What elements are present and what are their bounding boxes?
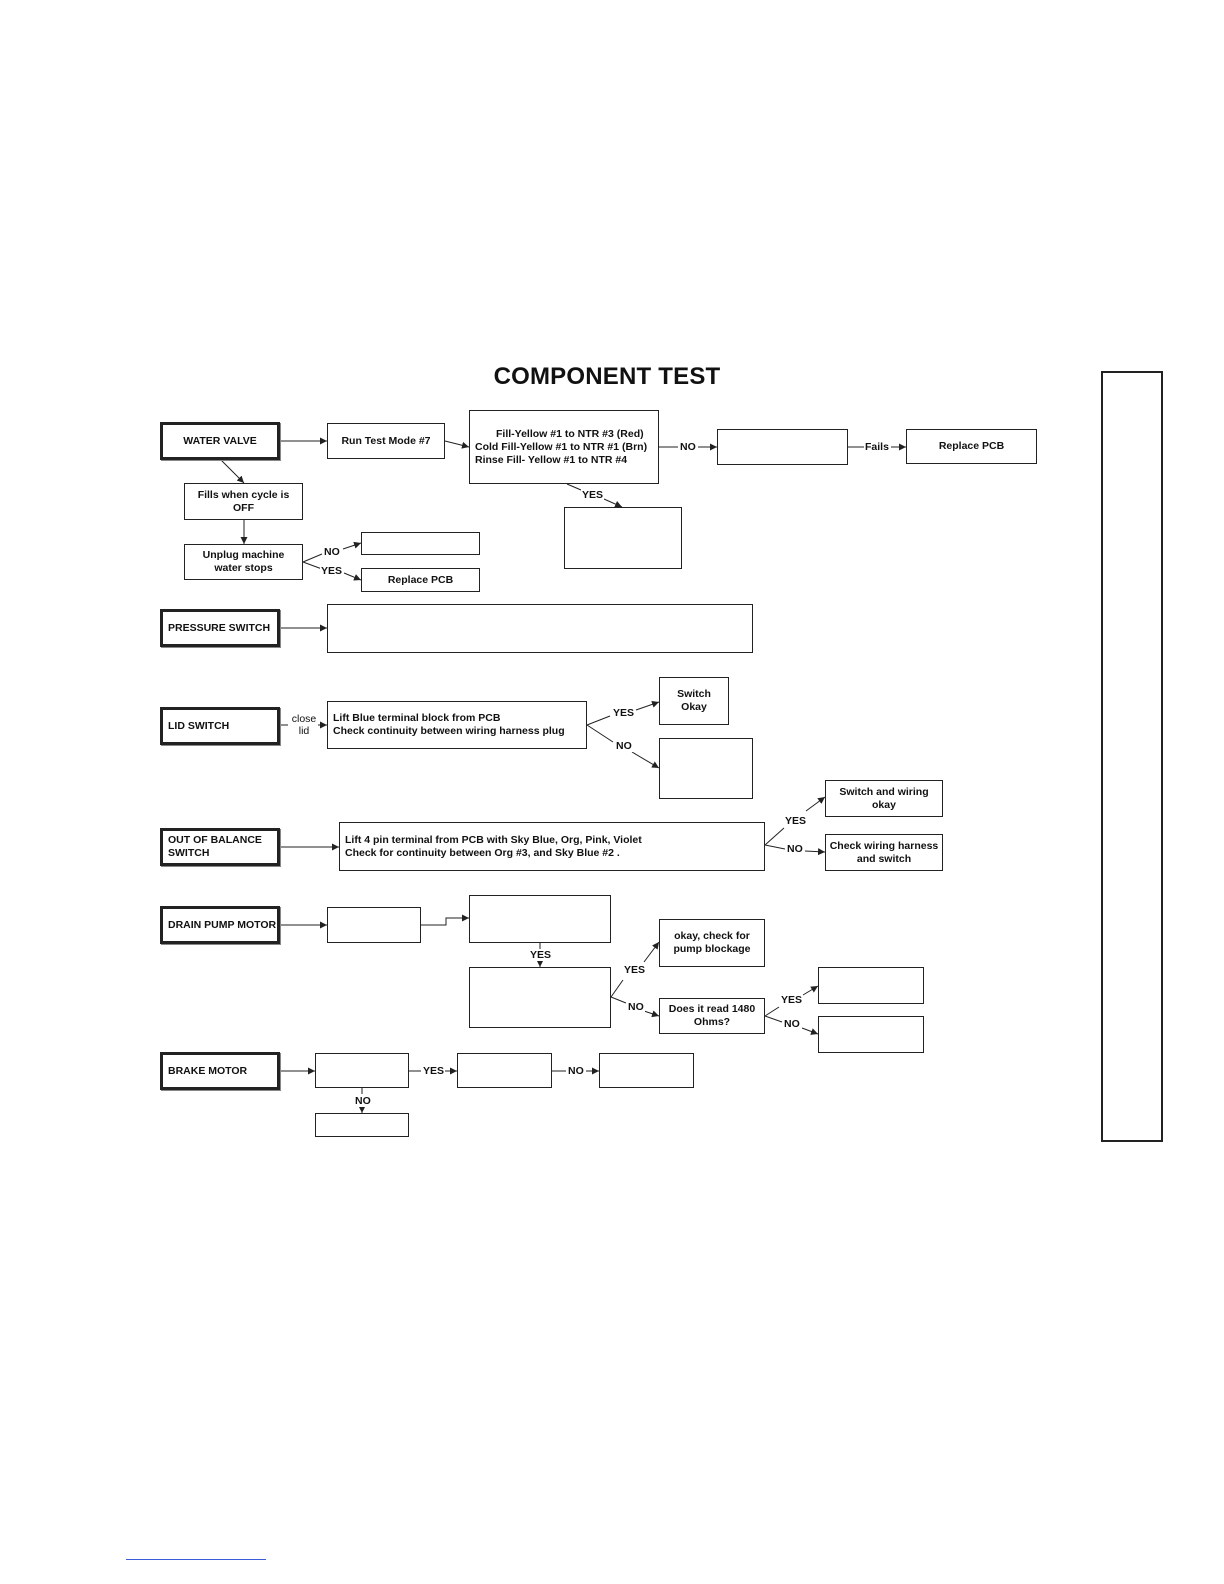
blank-box [599, 1053, 694, 1088]
pump-blockage-line: pump blockage [673, 943, 751, 955]
no-label: NO [323, 546, 341, 558]
no-label: NO [615, 740, 633, 752]
yes-label: YES [529, 949, 553, 961]
out-of-balance-switch-box: OUT OF BALANCE SWITCH [160, 828, 280, 866]
lid-switch-label: LID SWITCH [168, 719, 230, 732]
replace-pcb-box: Replace PCB [906, 429, 1037, 464]
blank-box [469, 967, 611, 1028]
out-of-balance-line: SWITCH [168, 847, 210, 859]
close-lid-line: close [291, 713, 317, 725]
no-label: NO [627, 1001, 645, 1013]
switch-okay-line: Switch [677, 688, 711, 700]
instruction-line: Check for continuity between Org #3, and… [345, 846, 620, 859]
no-label: NO [679, 441, 697, 453]
unplug-line: Unplug machine [202, 549, 285, 561]
water-valve-box: WATER VALVE [160, 422, 280, 460]
brake-motor-box: BRAKE MOTOR [160, 1052, 280, 1090]
lid-switch-instructions-box: Lift Blue terminal block from PCB Check … [327, 701, 587, 749]
side-tab-frame [1101, 371, 1163, 1142]
unplug-machine-box: Unplug machine water stops [184, 544, 303, 580]
blank-box [361, 532, 480, 555]
page-title: COMPONENT TEST [493, 363, 721, 390]
no-label: NO [786, 843, 804, 855]
yes-label: YES [780, 994, 804, 1006]
lid-switch-box: LID SWITCH [160, 707, 280, 745]
water-valve-label: WATER VALVE [183, 434, 257, 447]
switch-okay-box: Switch Okay [659, 677, 729, 725]
brake-motor-label: BRAKE MOTOR [168, 1064, 248, 1077]
fill-line: Fill-Yellow #1 to NTR #3 (Red) [496, 427, 644, 440]
yes-label: YES [422, 1065, 446, 1077]
check-wiring-harness-box: Check wiring harness and switch [825, 834, 943, 871]
replace-pcb-box-2: Replace PCB [361, 568, 480, 592]
yes-label: YES [320, 565, 344, 577]
pump-blockage-line: okay, check for [674, 930, 750, 942]
yes-label: YES [581, 489, 605, 501]
blank-box [659, 738, 753, 799]
no-label: NO [783, 1018, 801, 1030]
read-1480-ohms-box: Does it read 1480 Ohms? [659, 998, 765, 1034]
fills-when-off-line: OFF [233, 501, 254, 514]
yes-label: YES [623, 964, 647, 976]
blank-box [469, 895, 611, 943]
switch-okay-line: Okay [681, 701, 707, 713]
run-test-mode-label: Run Test Mode #7 [341, 434, 431, 447]
drain-pump-motor-box: DRAIN PUMP MOTOR [160, 906, 280, 944]
switch-wiring-okay-line: Switch and wiring [839, 785, 929, 798]
unplug-line: water stops [214, 562, 273, 574]
blank-box [327, 604, 753, 653]
run-test-mode-box: Run Test Mode #7 [327, 423, 445, 459]
blank-box [717, 429, 848, 465]
out-of-balance-line: OUT OF BALANCE [168, 834, 262, 846]
yes-label: YES [612, 707, 636, 719]
replace-pcb-label: Replace PCB [387, 573, 454, 586]
instruction-line: Lift 4 pin terminal from PCB with Sky Bl… [345, 833, 642, 846]
check-pump-blockage-box: okay, check for pump blockage [659, 919, 765, 967]
blank-box [457, 1053, 552, 1088]
no-label: NO [354, 1095, 372, 1107]
fill-line: Rinse Fill- Yellow #1 to NTR #4 [475, 453, 628, 466]
out-of-balance-instructions-box: Lift 4 pin terminal from PCB with Sky Bl… [339, 822, 765, 871]
read-ohms-line: Does it read 1480 [668, 1003, 756, 1015]
close-lid-label: close lid [288, 713, 320, 737]
fills-when-off-box: Fills when cycle is OFF [184, 483, 303, 520]
blank-box [315, 1053, 409, 1088]
yes-label: YES [784, 815, 808, 827]
no-label: NO [567, 1065, 585, 1077]
close-lid-line: lid [298, 725, 310, 737]
blank-box [315, 1113, 409, 1137]
check-wiring-line: and switch [856, 852, 912, 865]
blank-box [818, 1016, 924, 1053]
instruction-line: Check continuity between wiring harness … [333, 725, 565, 737]
switch-wiring-okay-box: Switch and wiring okay [825, 780, 943, 817]
fill-wiring-box: Fill-Yellow #1 to NTR #3 (Red) Cold Fill… [469, 410, 659, 484]
fill-line: Cold Fill-Yellow #1 to NTR #1 (Brn) [475, 440, 648, 453]
blank-box [564, 507, 682, 569]
footer-rule [126, 1559, 266, 1560]
fails-label: Fails [864, 441, 890, 453]
replace-pcb-label: Replace PCB [938, 440, 1005, 452]
blank-box [327, 907, 421, 943]
drain-pump-motor-label: DRAIN PUMP MOTOR [168, 918, 277, 931]
pressure-switch-label: PRESSURE SWITCH [168, 621, 271, 634]
read-ohms-line: Ohms? [693, 1016, 731, 1028]
instruction-line: Lift Blue terminal block from PCB [333, 712, 501, 724]
fills-when-off-line: Fills when cycle is [197, 488, 290, 501]
check-wiring-line: Check wiring harness [829, 839, 939, 852]
pressure-switch-box: PRESSURE SWITCH [160, 609, 280, 647]
blank-box [818, 967, 924, 1004]
switch-wiring-okay-line: okay [872, 798, 896, 811]
